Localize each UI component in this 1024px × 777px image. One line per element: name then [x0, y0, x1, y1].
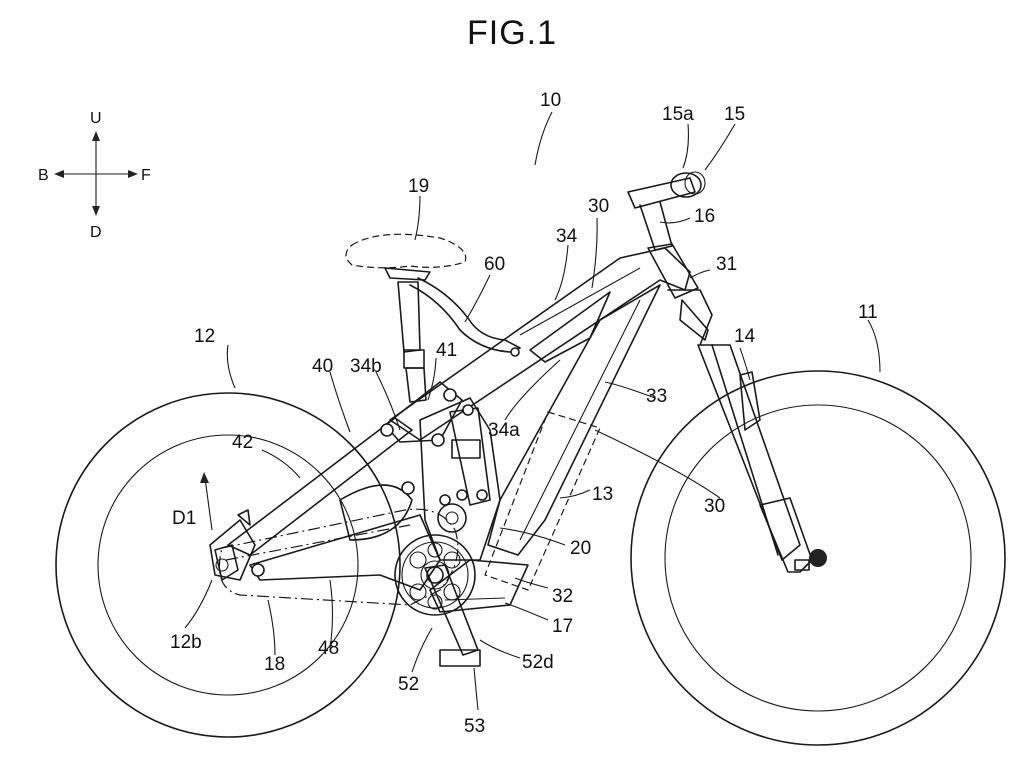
figure-title: FIG.1	[466, 14, 558, 52]
label-32: 32	[552, 586, 573, 607]
leader-lines	[184, 111, 881, 711]
front-wheel	[630, 370, 1006, 746]
label-18: 18	[264, 654, 285, 675]
direction-up-label: U	[90, 110, 102, 127]
label-20: 20	[570, 538, 591, 559]
label-D1: D1	[172, 508, 196, 529]
label-42: 42	[232, 432, 253, 453]
label-13: 13	[592, 484, 613, 505]
front-fork	[667, 289, 827, 573]
reference-labels: 10 15a 15 19 30 16 34 60 31 11 12 14 41 …	[170, 90, 878, 737]
label-30-top: 30	[588, 196, 609, 217]
battery	[484, 411, 601, 591]
label-11: 11	[858, 302, 878, 323]
label-60: 60	[484, 254, 505, 275]
label-16: 16	[694, 206, 715, 227]
chain	[218, 508, 459, 606]
rear-wheel	[55, 392, 401, 738]
direction-down-label: D	[90, 224, 102, 241]
direction-back-label: B	[38, 167, 49, 184]
chainring	[394, 534, 476, 616]
label-30-bottom: 30	[704, 496, 725, 517]
label-12: 12	[194, 326, 215, 347]
handlebar-stem	[627, 171, 706, 251]
main-frame	[389, 243, 699, 556]
label-15: 15	[724, 104, 745, 125]
label-15a: 15a	[662, 104, 694, 125]
label-31: 31	[716, 254, 737, 275]
label-14: 14	[734, 326, 756, 347]
label-19: 19	[408, 176, 429, 197]
label-17: 17	[552, 616, 573, 637]
seat-assembly	[345, 233, 467, 403]
label-34a: 34a	[488, 420, 520, 441]
crank-and-pedal	[424, 564, 481, 667]
label-52d: 52d	[522, 652, 554, 673]
label-34: 34	[556, 226, 578, 247]
label-48: 48	[318, 638, 339, 659]
label-34b: 34b	[350, 356, 382, 377]
label-53: 53	[464, 716, 485, 737]
label-40: 40	[312, 356, 333, 377]
label-10: 10	[540, 90, 561, 111]
swing-arm	[209, 347, 520, 591]
drive-sprocket	[437, 489, 468, 533]
component-60	[409, 277, 521, 353]
direction-forward-label: F	[141, 167, 151, 184]
label-12b: 12b	[170, 632, 202, 653]
label-52: 52	[398, 674, 419, 695]
direction-indicator: U D B F	[38, 110, 151, 241]
label-33: 33	[646, 386, 667, 407]
rear-shock	[449, 404, 491, 506]
label-41: 41	[436, 340, 457, 361]
